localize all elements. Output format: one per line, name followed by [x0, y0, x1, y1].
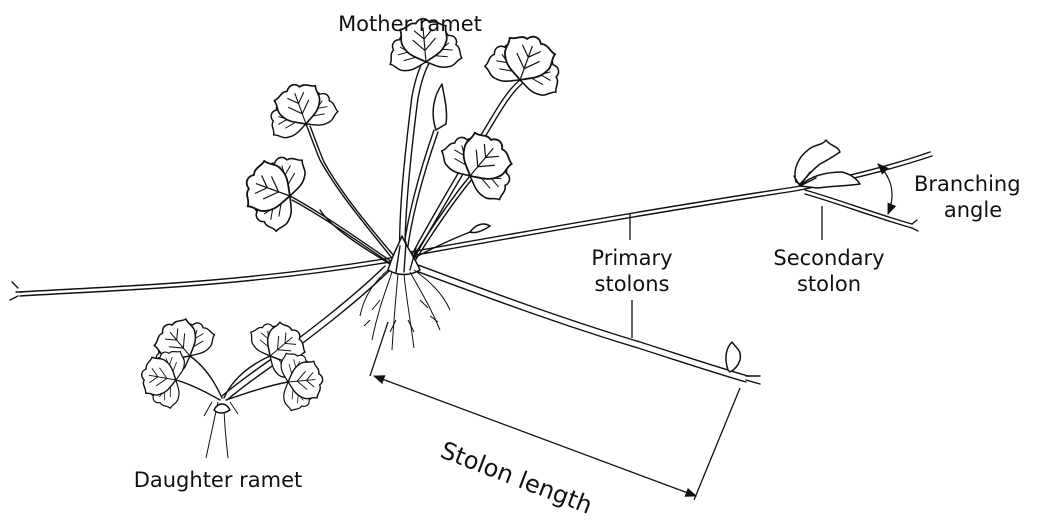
daughter-ramet-label: Daughter ramet: [118, 468, 318, 493]
secondary-stolon-label-line1: Secondary: [764, 246, 894, 271]
primary-stolons-label-line2: stolons: [572, 272, 692, 297]
secondary-stolon-label-line2: stolon: [764, 272, 894, 297]
primary-stolon-left: [10, 258, 390, 300]
stolon-length-extension-end: [694, 388, 740, 500]
branching-node-plantlet: [794, 140, 860, 188]
mother-ramet-label: Mother ramet: [330, 12, 490, 37]
stolon-length-extension-start: [370, 322, 388, 376]
branching-angle-label-line1: Branching: [914, 172, 1034, 197]
primary-stolons-label-line1: Primary: [572, 246, 692, 271]
mother-ramet: [232, 15, 578, 350]
branching-angle-label-line2: angle: [914, 198, 1032, 223]
daughter-ramet: [136, 301, 326, 458]
